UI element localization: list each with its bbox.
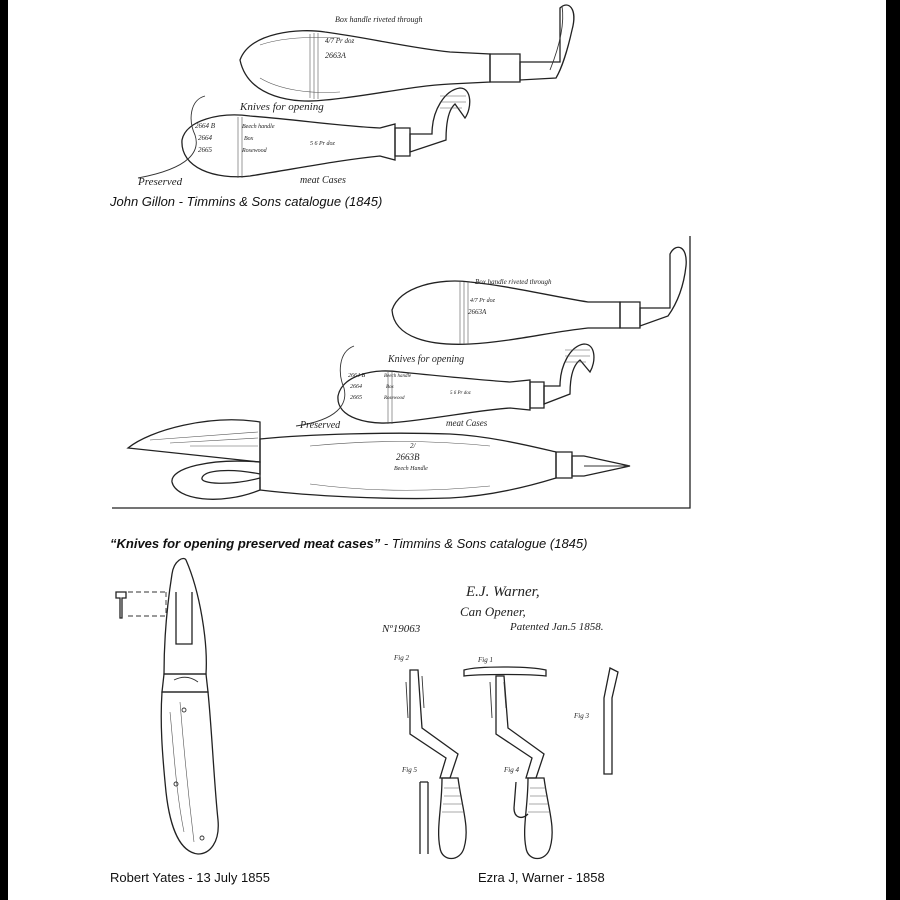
large-knife-spike: [571, 455, 631, 477]
timmins-engraving: Box handle riveted through 4/7 Pr doz 26…: [112, 236, 691, 509]
num-2663a-label: 2663A: [325, 51, 346, 60]
patent-date: Patented Jan.5 1858.: [509, 621, 603, 633]
beech-handle-label-2: Beech handle: [384, 374, 412, 379]
knives-for-opening-label: Knives for opening: [239, 101, 324, 113]
figure4-caption-text: Ezra J, Warner - 1858: [478, 870, 605, 885]
bracket: [137, 95, 206, 179]
box-label: Box: [244, 136, 254, 142]
large-knife-hook: [171, 460, 261, 500]
rivet-detail: [115, 591, 127, 619]
yates-handle: [160, 691, 219, 855]
fig5-drawing: [419, 781, 429, 854]
yates-drawing: [115, 557, 219, 855]
top-knife-blade: [639, 246, 687, 327]
upper-knife-ferrule: [489, 53, 521, 83]
beech-handle-b-label: Beech Handle: [394, 466, 428, 472]
fig1-drawing: [463, 666, 553, 860]
upper-knife-blade: [519, 4, 575, 81]
box-label-2: Box: [386, 385, 395, 390]
preserved-label: Preserved: [137, 176, 183, 188]
middle-knife-blade: [543, 343, 595, 405]
rosewood-label: Rosewood: [241, 148, 268, 154]
meat-cases-label: meat Cases: [300, 175, 346, 186]
box-handle-label: Box handle riveted through: [335, 15, 422, 24]
figure2-caption-rest: - Timmins & Sons catalogue (1845): [380, 536, 588, 551]
preserved-label-2: Preserved: [299, 420, 341, 431]
figure2-caption: “Knives for opening preserved meat cases…: [110, 536, 587, 551]
patent-number: Nº19063: [381, 623, 421, 635]
lower-knife-blade: [409, 87, 471, 153]
num-2663a-label-2: 2663A: [468, 308, 487, 316]
yates-blade: [163, 557, 207, 675]
figure1-caption-text: John Gillon - Timmins & Sons catalogue (…: [110, 194, 383, 209]
figure3-caption-text: Robert Yates - 13 July 1855: [110, 870, 270, 885]
num-2664-label: 2664: [198, 134, 213, 142]
large-knife-blade: [126, 419, 261, 463]
meat-cases-label-2: meat Cases: [446, 418, 488, 428]
figure4-caption: Ezra J, Warner - 1858: [478, 870, 605, 885]
fig4-label: Fig 4: [503, 766, 519, 774]
document-page: Box handle riveted through 4/7 Pr doz 26…: [8, 0, 886, 900]
fig3-drawing: [603, 667, 619, 775]
figure1-caption: John Gillon - Timmins & Sons catalogue (…: [110, 194, 382, 209]
num-2663b-label: 2663B: [396, 452, 420, 462]
fig3-label: Fig 3: [573, 712, 589, 720]
middle-knife-handle: [337, 370, 531, 424]
num-2664b-label: 2664 B: [195, 122, 216, 130]
price-b-label-2: 5 6 Pr doz: [450, 391, 471, 396]
figure3-caption: Robert Yates - 13 July 1855: [110, 870, 270, 885]
fig1-label: Fig 1: [477, 656, 493, 664]
fig5-label: Fig 5: [401, 766, 417, 774]
lower-knife-handle: [181, 114, 396, 178]
price-b-label: 5 6 Pr doz: [310, 141, 336, 147]
price-c-label: 2/: [410, 442, 417, 450]
num-2665-label: 2665: [198, 146, 213, 154]
num-2665-label-2: 2665: [350, 395, 362, 401]
num-2664b-label-2: 2664 B: [348, 372, 366, 379]
beech-handle-label: Beech handle: [242, 124, 275, 130]
fig4-drawing: [513, 781, 529, 819]
rosewood-label-2: Rosewood: [383, 396, 405, 401]
gillon-engraving: Box handle riveted through 4/7 Pr doz 26…: [137, 4, 575, 188]
top-knife-handle: [391, 280, 621, 345]
knives-for-opening-label-2: Knives for opening: [387, 354, 464, 365]
fig2-drawing: [405, 669, 467, 860]
warner-patent-drawing: E.J. Warner, Can Opener, Nº19063 Patente…: [381, 584, 619, 860]
fig2-label: Fig 2: [393, 654, 409, 662]
frame: [112, 236, 691, 509]
price-a-label-2: 4/7 Pr doz: [470, 297, 496, 304]
figure2-caption-bold: “Knives for opening preserved meat cases…: [110, 536, 381, 551]
box-handle-label-2: Box handle riveted through: [475, 278, 552, 286]
patent-name: E.J. Warner,: [465, 584, 540, 600]
num-2664-label-2: 2664: [350, 383, 362, 390]
price-a-label: 4/7 Pr doz: [325, 37, 354, 45]
patent-title: Can Opener,: [460, 604, 526, 619]
